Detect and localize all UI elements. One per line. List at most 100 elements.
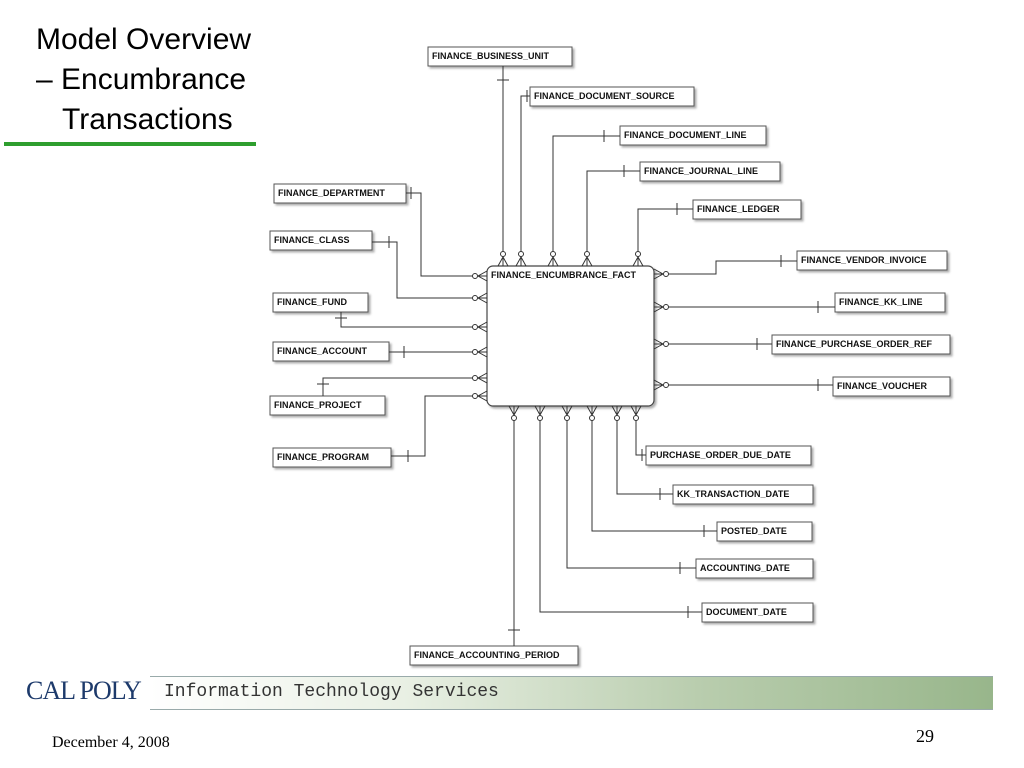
relation-line — [340, 312, 487, 328]
footer-banner-text: Information Technology Services — [164, 682, 499, 702]
entity-label: POSTED_DATE — [721, 526, 787, 536]
title-underline — [4, 142, 256, 146]
entity-label: DOCUMENT_DATE — [706, 607, 787, 617]
optional-marker — [635, 251, 641, 257]
entity-label: KK_TRANSACTION_DATE — [677, 489, 789, 499]
logo-text: CAL POLY — [26, 676, 142, 705]
relation-business-unit — [497, 66, 509, 267]
entity-label: FINANCE_PURCHASE_ORDER_REF — [776, 339, 933, 349]
er-diagram: FINANCE_ENCUMBRANCE_FACT FINANCE_BUSINESS… — [269, 46, 951, 666]
entity-label: FINANCE_PROJECT — [274, 400, 362, 410]
relation-kk-transaction-date — [611, 405, 673, 500]
entity-label: FINANCE_VOUCHER — [837, 381, 928, 391]
relation-line — [566, 406, 696, 569]
relation-line — [586, 170, 640, 266]
entity-finance-voucher: FINANCE_VOUCHER — [832, 376, 951, 397]
title-line-1: Model Overview — [36, 23, 252, 56]
relation-document-date — [534, 405, 702, 618]
entity-finance-account: FINANCE_ACCOUNT — [272, 341, 390, 362]
entity-label: FINANCE_FUND — [277, 297, 348, 307]
relation-line — [539, 406, 702, 613]
optional-marker — [614, 415, 620, 421]
entity-label: FINANCE_BUSINESS_UNIT — [432, 51, 550, 61]
relation-line — [406, 192, 487, 277]
relation-line — [654, 260, 797, 275]
optional-marker — [518, 251, 524, 257]
entity-finance-class: FINANCE_CLASS — [269, 230, 373, 251]
relation-line — [635, 406, 646, 456]
entity-box — [832, 376, 951, 397]
relation-department — [406, 187, 488, 282]
entity-box — [409, 645, 579, 666]
relation-fund — [335, 312, 488, 333]
relation-line — [322, 377, 487, 396]
entity-label: FINANCE_PROGRAM — [277, 452, 369, 462]
entity-document-date: DOCUMENT_DATE — [701, 602, 814, 623]
entity-label: FINANCE_ACCOUNT — [277, 346, 368, 356]
entity-box — [834, 292, 946, 313]
entity-finance-kk-line: FINANCE_KK_LINE — [834, 292, 946, 313]
entity-label: ACCOUNTING_DATE — [700, 563, 790, 573]
entity-finance-document-source: FINANCE_DOCUMENT_SOURCE — [529, 86, 695, 107]
entity-box — [269, 230, 373, 251]
fact-table-label: FINANCE_ENCUMBRANCE_FACT — [491, 270, 637, 280]
relation-line — [552, 135, 620, 266]
entity-box — [427, 46, 573, 67]
optional-marker — [663, 382, 669, 388]
relation-document-source — [515, 90, 530, 267]
entity-finance-vendor-invoice: FINANCE_VENDOR_INVOICE — [796, 250, 948, 271]
optional-marker — [550, 251, 556, 257]
entity-posted-date: POSTED_DATE — [716, 521, 813, 542]
entity-accounting-date: ACCOUNTING_DATE — [695, 558, 814, 579]
relation-kk-line — [653, 301, 835, 313]
relation-line — [637, 208, 693, 266]
entity-finance-document-line: FINANCE_DOCUMENT_LINE — [619, 125, 767, 146]
relation-account — [389, 346, 488, 358]
relation-line — [372, 241, 487, 299]
relation-ledger — [632, 203, 693, 267]
page-number: 29 — [916, 726, 934, 746]
entity-label: FINANCE_JOURNAL_LINE — [644, 166, 758, 176]
relation-line — [520, 95, 530, 266]
relation-program — [391, 390, 488, 462]
relation-class — [372, 236, 488, 304]
relation-journal-line — [581, 165, 640, 267]
optional-marker — [500, 251, 506, 257]
relation-vendor-invoice — [653, 255, 797, 280]
entity-label: PURCHASE_ORDER_DUE_DATE — [650, 450, 791, 460]
entity-label: FINANCE_KK_LINE — [839, 297, 923, 307]
entity-finance-business-unit: FINANCE_BUSINESS_UNIT — [427, 46, 573, 67]
relation-po-due-date — [630, 405, 646, 461]
entity-label: FINANCE_ACCOUNTING_PERIOD — [414, 650, 560, 660]
entity-purchase-order-due-date: PURCHASE_ORDER_DUE_DATE — [645, 445, 812, 466]
relation-purchase-order-ref — [653, 338, 772, 350]
optional-marker — [472, 349, 478, 355]
title-line-3: Transactions — [62, 103, 233, 136]
optional-marker — [663, 341, 669, 347]
optional-marker — [472, 393, 478, 399]
entity-label: FINANCE_CLASS — [274, 235, 350, 245]
relation-line — [616, 406, 673, 495]
cal-poly-logo: CAL POLY — [26, 676, 142, 706]
title-line-2: – Encumbrance — [36, 63, 247, 96]
entity-label: FINANCE_DOCUMENT_LINE — [624, 130, 747, 140]
entity-finance-fund: FINANCE_FUND — [272, 292, 369, 313]
relation-accounting-period — [508, 405, 520, 646]
footer-banner: Information Technology Services — [150, 676, 993, 710]
entity-finance-department: FINANCE_DEPARTMENT — [273, 183, 407, 204]
relation-posted-date — [586, 405, 717, 537]
optional-marker — [472, 324, 478, 330]
footer-date: December 4, 2008 — [52, 734, 170, 751]
optional-marker — [511, 415, 517, 421]
entity-finance-ledger: FINANCE_LEDGER — [692, 199, 802, 220]
entity-box — [269, 395, 386, 416]
entity-finance-purchase-order-ref: FINANCE_PURCHASE_ORDER_REF — [771, 334, 951, 355]
optional-marker — [472, 273, 478, 279]
optional-marker — [663, 271, 669, 277]
entity-label: FINANCE_DEPARTMENT — [278, 188, 385, 198]
entity-box — [272, 447, 392, 468]
entity-label: FINANCE_VENDOR_INVOICE — [801, 255, 927, 265]
optional-marker — [633, 415, 639, 421]
optional-marker — [663, 304, 669, 310]
entity-kk-transaction-date: KK_TRANSACTION_DATE — [672, 484, 814, 505]
